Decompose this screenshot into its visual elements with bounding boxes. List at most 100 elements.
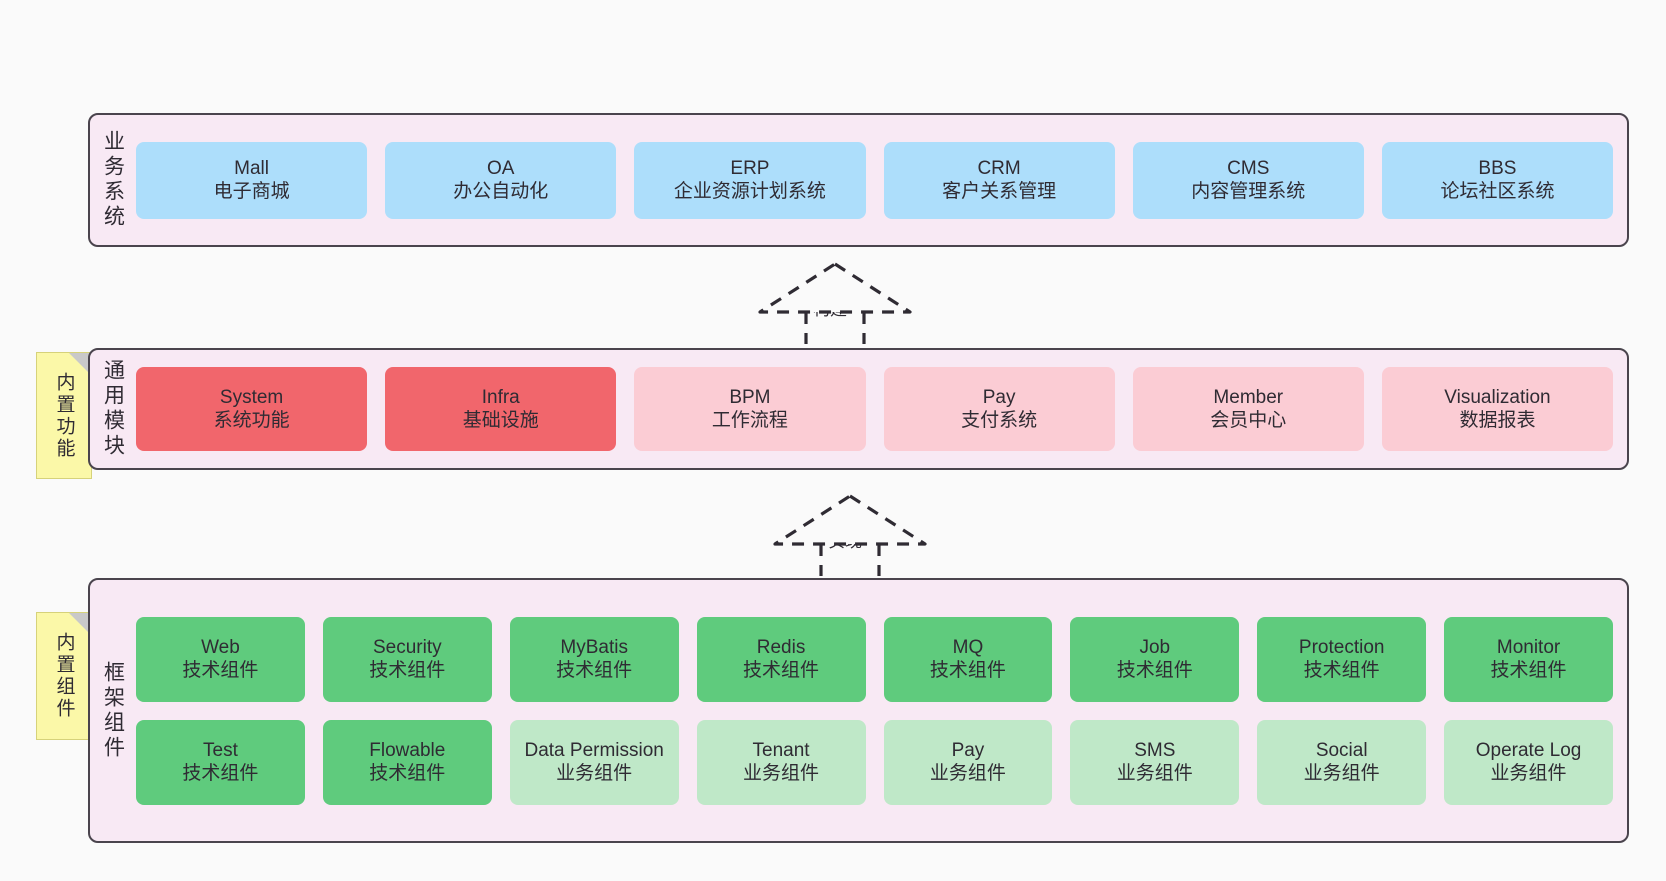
note-builtin-components: 内置组件	[36, 612, 92, 740]
node-title: BPM	[729, 386, 771, 408]
node-title: OA	[487, 157, 515, 179]
node-web[interactable]: Web 技术组件	[136, 616, 305, 702]
node-title: Flowable	[369, 739, 446, 761]
node-subtitle: 技术组件	[369, 763, 446, 784]
node-subtitle: 内容管理系统	[1191, 181, 1306, 202]
node-title: MyBatis	[560, 636, 628, 658]
section-business-systems: 业务系统 Mall 电子商城 OA 办公自动化 ERP 企业资源计划系统 CRM…	[88, 113, 1629, 247]
node-crm[interactable]: CRM 客户关系管理	[883, 141, 1115, 219]
row: System 系统功能 Infra 基础设施 BPM 工作流程 Pay 支付系统…	[136, 367, 1614, 451]
node-subtitle: 技术组件	[929, 660, 1006, 681]
node-subtitle: 技术组件	[556, 660, 633, 681]
section-body-common-modules: System 系统功能 Infra 基础设施 BPM 工作流程 Pay 支付系统…	[136, 350, 1627, 468]
node-subtitle: 论坛社区系统	[1440, 181, 1555, 202]
note-label: 内置组件	[53, 632, 75, 720]
node-title: Web	[201, 636, 240, 658]
node-redis[interactable]: Redis 技术组件	[696, 616, 866, 702]
node-operate-log[interactable]: Operate Log 业务组件	[1444, 719, 1613, 805]
node-title: Security	[372, 636, 442, 658]
row: Mall 电子商城 OA 办公自动化 ERP 企业资源计划系统 CRM 客户关系…	[136, 141, 1614, 219]
node-monitor[interactable]: Monitor 技术组件	[1444, 616, 1613, 702]
section-title-framework-components: 框架组件	[101, 660, 125, 761]
node-cms[interactable]: CMS 内容管理系统	[1132, 141, 1364, 219]
node-subtitle: 技术组件	[1303, 660, 1380, 681]
node-flowable[interactable]: Flowable 技术组件	[322, 719, 492, 805]
node-title: CRM	[977, 157, 1021, 179]
node-subtitle: 办公自动化	[453, 181, 549, 202]
node-test[interactable]: Test 技术组件	[136, 719, 305, 805]
generalization-arrow-icon	[758, 262, 912, 348]
node-sms[interactable]: SMS 业务组件	[1070, 719, 1240, 805]
node-subtitle: 技术组件	[182, 660, 259, 681]
section-title-business-systems: 业务系统	[101, 130, 125, 230]
node-pay[interactable]: Pay 支付系统	[883, 367, 1115, 451]
node-pay-business[interactable]: Pay 业务组件	[883, 719, 1053, 805]
node-subtitle: 业务组件	[929, 763, 1006, 784]
node-title: Pay	[951, 739, 985, 761]
node-title: CMS	[1227, 157, 1270, 179]
node-subtitle: 基础设施	[462, 410, 539, 431]
node-subtitle: 系统功能	[213, 410, 290, 431]
node-subtitle: 技术组件	[743, 660, 820, 681]
node-member[interactable]: Member 会员中心	[1132, 367, 1364, 451]
node-title: Data Permission	[524, 739, 664, 761]
connector-implement	[765, 490, 935, 580]
node-subtitle: 客户关系管理	[942, 181, 1057, 202]
node-title: Visualization	[1444, 386, 1551, 408]
node-title: Pay	[982, 386, 1016, 408]
node-title: Redis	[756, 636, 806, 658]
node-title: System	[219, 386, 284, 408]
section-body-framework-components: Web 技术组件 Security 技术组件 MyBatis 技术组件 Redi…	[136, 580, 1627, 841]
node-subtitle: 技术组件	[1116, 660, 1193, 681]
node-erp[interactable]: ERP 企业资源计划系统	[634, 141, 866, 219]
node-title: Monitor	[1496, 636, 1561, 658]
node-mq[interactable]: MQ 技术组件	[883, 616, 1053, 702]
node-title: Protection	[1298, 636, 1385, 658]
node-subtitle: 电子商城	[213, 181, 290, 202]
node-data-permission[interactable]: Data Permission 业务组件	[509, 719, 679, 805]
node-subtitle: 技术组件	[1490, 660, 1567, 681]
node-bpm[interactable]: BPM 工作流程	[634, 367, 866, 451]
node-title: ERP	[730, 157, 770, 179]
node-title: Mall	[234, 157, 269, 179]
node-subtitle: 会员中心	[1210, 410, 1287, 431]
node-subtitle: 业务组件	[1490, 763, 1567, 784]
fold-corner-icon	[69, 613, 91, 635]
node-subtitle: 技术组件	[369, 660, 446, 681]
node-tenant[interactable]: Tenant 业务组件	[696, 719, 866, 805]
node-mall[interactable]: Mall 电子商城	[136, 141, 368, 219]
node-title: Job	[1139, 636, 1171, 658]
node-social[interactable]: Social 业务组件	[1257, 719, 1427, 805]
node-mybatis[interactable]: MyBatis 技术组件	[509, 616, 679, 702]
fold-corner-icon	[69, 353, 91, 375]
node-title: Social	[1315, 739, 1368, 761]
section-framework-components: 框架组件 Web 技术组件 Security 技术组件 MyBatis 技术组件…	[88, 578, 1629, 843]
node-subtitle: 数据报表	[1459, 410, 1536, 431]
node-protection[interactable]: Protection 技术组件	[1257, 616, 1427, 702]
section-title-common-modules: 通用模块	[101, 359, 125, 459]
node-subtitle: 工作流程	[711, 410, 788, 431]
connector-build	[750, 258, 920, 348]
node-subtitle: 企业资源计划系统	[673, 181, 826, 202]
node-system[interactable]: System 系统功能	[136, 367, 368, 451]
row: Web 技术组件 Security 技术组件 MyBatis 技术组件 Redi…	[136, 616, 1613, 702]
node-infra[interactable]: Infra 基础设施	[385, 367, 617, 451]
node-title: Infra	[481, 386, 520, 408]
node-title: Test	[203, 739, 238, 761]
node-subtitle: 业务组件	[1303, 763, 1380, 784]
node-subtitle: 业务组件	[556, 763, 633, 784]
node-title: Operate Log	[1475, 739, 1582, 761]
node-security[interactable]: Security 技术组件	[322, 616, 492, 702]
note-builtin-functions: 内置功能	[36, 352, 92, 479]
node-job[interactable]: Job 技术组件	[1070, 616, 1240, 702]
node-bbs[interactable]: BBS 论坛社区系统	[1381, 141, 1614, 219]
generalization-arrow-icon	[773, 494, 927, 580]
section-body-business-systems: Mall 电子商城 OA 办公自动化 ERP 企业资源计划系统 CRM 客户关系…	[136, 115, 1627, 245]
node-oa[interactable]: OA 办公自动化	[385, 141, 617, 219]
node-subtitle: 技术组件	[182, 763, 259, 784]
node-title: BBS	[1478, 157, 1517, 179]
node-visualization[interactable]: Visualization 数据报表	[1381, 367, 1614, 451]
node-title: Tenant	[752, 739, 810, 761]
section-common-modules: 通用模块 System 系统功能 Infra 基础设施 BPM 工作流程 Pay…	[88, 348, 1629, 470]
